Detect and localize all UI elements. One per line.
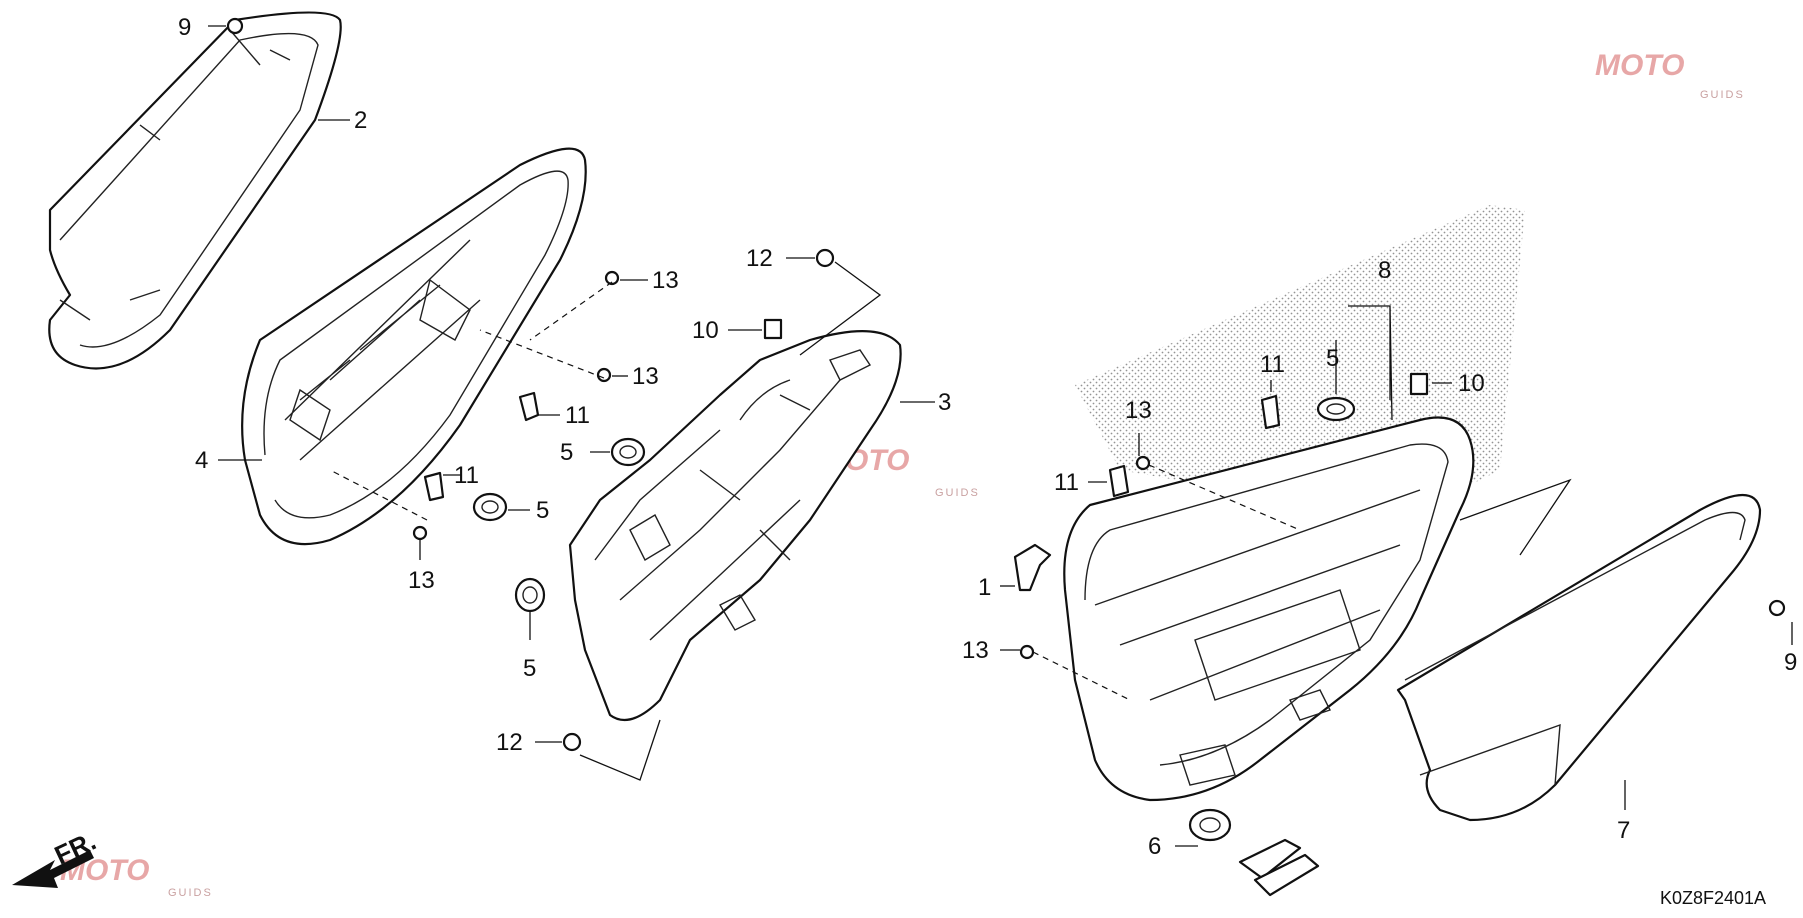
svg-text:GUIDS: GUIDS <box>168 887 213 899</box>
clip-11-b <box>423 471 445 502</box>
svg-text:GUIDS: GUIDS <box>1700 89 1745 101</box>
callout-7: 7 <box>1617 817 1630 844</box>
screw-13-b <box>596 367 612 383</box>
callout-13-a: 13 <box>652 267 679 294</box>
grommet-5-d <box>1316 396 1356 422</box>
part-8-side-cover-right <box>1063 416 1475 802</box>
clip-11-c <box>1260 394 1281 430</box>
callout-1: 1 <box>978 574 991 601</box>
callout-12-top: 12 <box>746 245 773 272</box>
callout-9-right: 9 <box>1784 649 1797 676</box>
callout-11-b: 11 <box>454 462 479 489</box>
callout-11-a: 11 <box>565 402 590 429</box>
callout-12-bottom: 12 <box>496 729 523 756</box>
callout-8: 8 <box>1378 257 1391 284</box>
leaders-left <box>218 119 935 781</box>
part-7-side-cover-trim-right <box>1396 493 1762 822</box>
screw-13-c <box>412 525 428 541</box>
part-2-side-cover-trim <box>48 11 342 370</box>
leaders-right <box>1000 305 1793 847</box>
callout-2: 2 <box>354 107 367 134</box>
callout-11-d: 11 <box>1054 469 1079 496</box>
svg-text:GUIDS: GUIDS <box>935 487 980 499</box>
callout-5-c: 5 <box>523 655 536 682</box>
part-1-bracket <box>1013 543 1052 592</box>
callout-4: 4 <box>195 447 208 474</box>
grommet-5-b <box>472 492 508 522</box>
callout-5-d: 5 <box>1326 345 1339 372</box>
callout-5-b: 5 <box>536 497 549 524</box>
callout-13-d: 13 <box>1125 397 1152 424</box>
part-3-inner-bracket <box>568 330 902 722</box>
screw-13-d <box>1135 455 1151 471</box>
bolt-12-bottom <box>562 732 582 752</box>
screw-13-e <box>1019 644 1035 660</box>
callout-13-b: 13 <box>632 363 659 390</box>
callout-9-left: 9 <box>178 14 191 41</box>
callout-10-right: 10 <box>1458 370 1485 397</box>
part-4-side-cover-left <box>241 147 587 546</box>
callout-3: 3 <box>938 389 951 416</box>
nut-10-left <box>763 318 783 340</box>
clip-11-d <box>1108 464 1130 498</box>
svg-text:MOTO: MOTO <box>1595 49 1684 82</box>
callout-13-e: 13 <box>962 637 989 664</box>
diagram-code: K0Z8F2401A <box>1660 888 1766 908</box>
bolt-9-right <box>1768 599 1786 617</box>
screw-13-a <box>604 270 620 286</box>
callout-6: 6 <box>1148 833 1161 860</box>
bolt-12-top <box>815 248 835 268</box>
grommet-5-c <box>514 577 546 613</box>
bolt-9-left <box>208 17 244 35</box>
grommet-5-a <box>610 437 646 467</box>
clip-11-a <box>518 391 540 422</box>
callout-5-a: 5 <box>560 439 573 466</box>
callout-10-left: 10 <box>692 317 719 344</box>
part-6-key-lock <box>1188 808 1320 897</box>
callout-11-c: 11 <box>1260 351 1285 378</box>
watermark-logo-top-right: MOTO GUIDS <box>1595 49 1745 101</box>
nut-10-right <box>1409 372 1429 396</box>
callout-13-c: 13 <box>408 567 435 594</box>
